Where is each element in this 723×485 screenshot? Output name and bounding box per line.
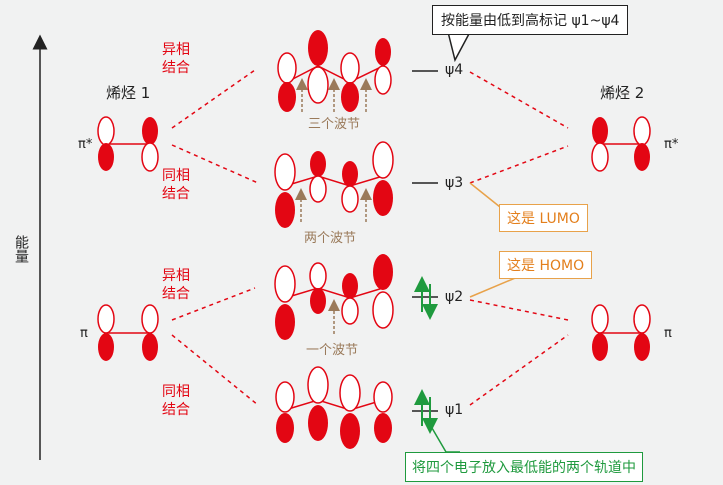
electron-callout: 将四个电子放入最低能的两个轨道中 xyxy=(405,452,643,482)
alkene1-pi-star-label: π* xyxy=(78,137,93,152)
homo-callout: 这是 HOMO xyxy=(499,251,593,279)
combination-label-upper-in: 同相 结合 xyxy=(162,168,190,202)
correlation-lines xyxy=(171,69,569,406)
nodes-label-psi2: 一个波节 xyxy=(306,343,359,358)
lumo-callout: 这是 LUMO xyxy=(499,204,588,232)
alkene1-pi-label: π xyxy=(80,326,88,341)
electron-pair-psi2 xyxy=(414,276,438,320)
combination-label-lower-in: 同相 结合 xyxy=(162,384,190,418)
psi2-label: ψ2 xyxy=(445,289,464,305)
energy-levels xyxy=(412,70,438,412)
alkene2-title: 烯烃 2 xyxy=(600,84,645,102)
psi1-orbital xyxy=(275,366,393,449)
alkene2-pi-label: π xyxy=(664,326,672,341)
alkene1-title: 烯烃 1 xyxy=(106,84,151,102)
energy-axis-label: 能量 xyxy=(13,235,29,263)
combination-label-upper-out: 异相 结合 xyxy=(162,42,190,76)
nodes-label-psi3: 两个波节 xyxy=(304,231,357,246)
electron-pair-psi1 xyxy=(414,389,438,434)
alkene2-pi-orbital xyxy=(591,304,651,361)
alkene2-pi-star-orbital xyxy=(591,116,651,172)
psi4-label: ψ4 xyxy=(445,62,464,78)
psi3-label: ψ3 xyxy=(445,175,464,191)
psi3-orbital xyxy=(274,141,394,228)
psi4-orbital xyxy=(277,30,392,112)
alkene1-pi-orbital xyxy=(97,304,159,361)
nodes-label-psi4: 三个波节 xyxy=(308,117,361,132)
alkene2-pi-star-label: π* xyxy=(664,137,679,152)
callout-pointers xyxy=(431,31,521,453)
psi1-label: ψ1 xyxy=(445,402,464,418)
ordering-callout: 按能量由低到高标记 ψ1~ψ4 xyxy=(432,5,629,35)
combination-label-lower-out: 异相 结合 xyxy=(162,268,190,302)
alkene1-pi-star-orbital xyxy=(97,116,159,172)
psi2-orbital xyxy=(274,254,394,340)
